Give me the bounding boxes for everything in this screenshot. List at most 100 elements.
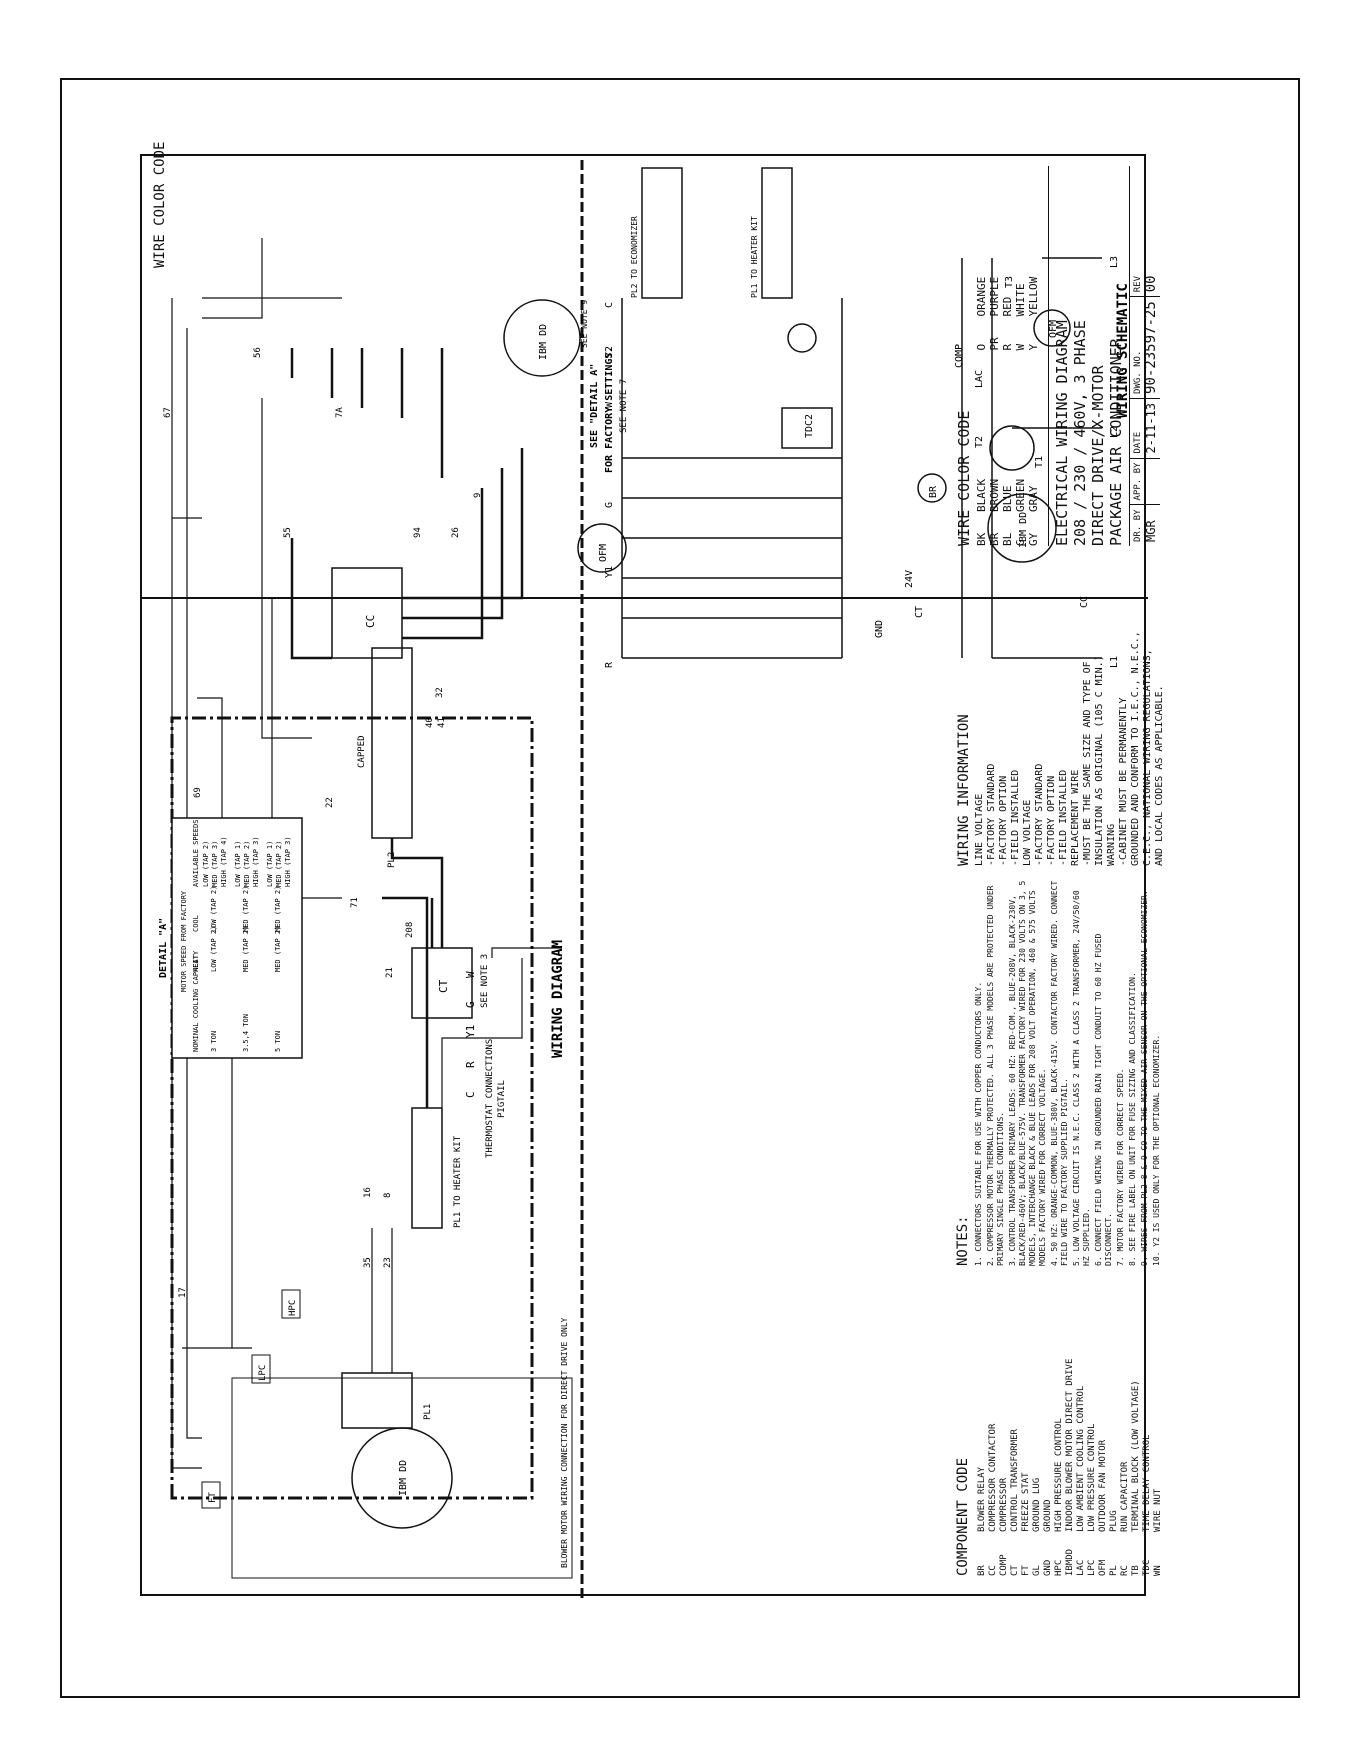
- wire-17: 17: [178, 1287, 188, 1298]
- wire-color-code-section: WIRE COLOR CODE: [152, 141, 168, 268]
- schematic-l2: L2: [1109, 426, 1120, 438]
- schematic-line-voltage: [621, 167, 1102, 659]
- rotated-drawing: WIRING DIAGRAM BR CT SEE NOTE 3 CC: [142, 141, 1148, 1598]
- thermostat-connections-label: THERMOSTAT CONNECTIONS: [485, 1039, 495, 1158]
- schematic-t3: T3: [1004, 276, 1015, 288]
- pl1-label: PL1: [423, 1404, 433, 1420]
- detail-capacity: 3.5,4 TON: [242, 1014, 250, 1052]
- control-transformer-ct: CT SEE NOTE 3: [411, 947, 490, 1019]
- wire-8: 8: [383, 1193, 393, 1198]
- lpc-label: LPC: [258, 1365, 268, 1381]
- schematic-l3: L3: [1109, 256, 1120, 268]
- schematic-ct: CT: [914, 606, 925, 618]
- detail-header: AVAILABLE SPEEDS: [192, 820, 200, 887]
- schematic-g: G: [604, 502, 615, 508]
- detail-heat: MED (TAP 2): [242, 926, 250, 972]
- tstat-c: C: [464, 1091, 477, 1098]
- terminal-block-pl2: PL2 CAPPED: [357, 647, 413, 868]
- schematic-pl2-economizer: PL2 TO ECONOMIZER: [630, 216, 639, 298]
- detail-cool: MED (TAP 2): [274, 886, 282, 932]
- schematic-y2: Y2: [604, 346, 615, 358]
- schematic-24v: 24V: [904, 570, 915, 588]
- detail-header: HEAT: [192, 954, 200, 972]
- schematic-gnd: GND: [874, 620, 885, 638]
- schematic-c: C: [604, 302, 615, 308]
- detail-cool: MED (TAP 2): [242, 886, 250, 932]
- wiring-diagram-canvas: WIRING DIAGRAM BR CT SEE NOTE 3 CC: [142, 156, 1148, 1598]
- hpc-label: HPC: [288, 1300, 298, 1316]
- schematic-w: W: [604, 401, 615, 408]
- schematic-t1: T1: [1034, 456, 1045, 468]
- schematic-y1: Y1: [604, 566, 615, 578]
- ofm-diagram-label: OFM: [598, 544, 609, 562]
- wire-color-title: WIRE COLOR CODE: [152, 141, 168, 268]
- detail-speed: HIGH (TAP 3): [284, 836, 292, 887]
- ibmdd-detail-label: IBM DD: [398, 1460, 409, 1496]
- schematic-t2: T2: [974, 436, 985, 448]
- tstat-g: G: [464, 1001, 477, 1008]
- wire-7a: 7A: [335, 407, 345, 418]
- wire-41: 41: [437, 717, 447, 728]
- wire-67: 67: [163, 407, 173, 418]
- wire-71: 71: [350, 897, 360, 908]
- see-detail-label: SEE "DETAIL A": [589, 364, 600, 448]
- wiring-schematic-title: WIRING SCHEMATIC: [1115, 283, 1131, 418]
- ct-label: CT: [437, 979, 450, 993]
- pigtail-label: PIGTAIL: [497, 1080, 507, 1118]
- schematic-r: R: [604, 661, 615, 668]
- wire-23: 23: [383, 1257, 393, 1268]
- detail-header: COOL: [192, 915, 200, 932]
- detail-speed: LOW (TAP 2): [202, 841, 210, 887]
- schematic-ibmdd: IBM DD: [1018, 512, 1029, 548]
- detail-heat: MED (TAP 2): [274, 926, 282, 972]
- wire-22: 22: [325, 797, 335, 808]
- schematic-comp: COMP: [954, 344, 965, 368]
- wiring-diagram-title: WIRING DIAGRAM: [550, 940, 566, 1058]
- control-box-boundary: [170, 716, 534, 1500]
- ibmdd-diagram-label: IBM DD: [538, 324, 549, 360]
- cc-diagram-label: CC: [364, 615, 377, 628]
- wire-21: 21: [385, 967, 395, 978]
- schematic-cc: CC: [1079, 596, 1090, 608]
- detail-header: NOMINAL COOLING CAPACITY: [192, 950, 200, 1052]
- detail-cool: LOW (TAP 2): [210, 886, 218, 932]
- detail-speed: HIGH (TAP 3): [252, 836, 260, 887]
- schematic-tdc2: TDC2: [804, 414, 815, 438]
- see-note3-label: SEE NOTE 3: [480, 954, 490, 1008]
- terminal-block-pl1: PL1: [341, 1372, 433, 1429]
- tstat-w: W: [464, 971, 477, 978]
- detail-speed: LOW (TAP 1): [266, 841, 274, 887]
- detail-a-title: DETAIL "A": [158, 918, 169, 978]
- schematic-labels: L1 L2 L3 CC T1 T2 T3 OFM COMP LAC IBM DD…: [580, 216, 1120, 668]
- schematic-br: BR: [928, 485, 939, 498]
- schematic-see-note9: SEE NOTE 9: [580, 300, 589, 348]
- ft-label: FT: [208, 1492, 218, 1503]
- detail-speed: MED (TAP 2): [243, 841, 251, 887]
- wire-69: 69: [193, 787, 203, 798]
- detail-group-header: MOTOR SPEED FROM FACTORY: [180, 890, 188, 992]
- wire-55: 55: [283, 527, 293, 538]
- detail-heat: LOW (TAP 2): [210, 926, 218, 972]
- blower-caption: BLOWER MOTOR WIRING CONNECTION FOR DIREC…: [560, 1317, 569, 1568]
- factory-settings-label: FOR FACTORY SETTINGS.: [604, 347, 615, 473]
- drawing-sheet: WIRING DIAGRAM BR CT SEE NOTE 3 CC: [140, 141, 1148, 1598]
- schematic-l1: L1: [1109, 656, 1120, 668]
- schematic-lac: LAC: [974, 370, 985, 388]
- wire-94: 94: [413, 527, 423, 538]
- detail-speed: MED (TAP 2): [275, 841, 283, 887]
- legend-column: WIRE COLOR CODE: [142, 141, 1148, 598]
- detail-speed: HIGH (TAP 4): [220, 836, 228, 887]
- contactor-cc-diagram: CC: [331, 567, 403, 659]
- safety-controls: FT LPC HPC: [201, 1289, 301, 1509]
- capped-label: CAPPED: [357, 735, 367, 768]
- schematic-pl1-heater: PL1 TO HEATER KIT: [750, 216, 759, 298]
- wire-208: 208: [405, 922, 415, 938]
- wire-40: 40: [425, 717, 435, 728]
- tstat-r: R: [464, 1061, 477, 1068]
- outdoor-fan-motor-diagram: OFM: [577, 523, 627, 573]
- pl1-heater-label: PL1 TO HEATER KIT: [453, 1135, 463, 1228]
- terminal-block-heater-kit: PL1 TO HEATER KIT: [411, 1107, 463, 1229]
- wire-32: 32: [435, 687, 445, 698]
- see-note7-label: SEE NOTE 7: [619, 379, 629, 433]
- detail-speed: LOW (TAP 1): [234, 841, 242, 887]
